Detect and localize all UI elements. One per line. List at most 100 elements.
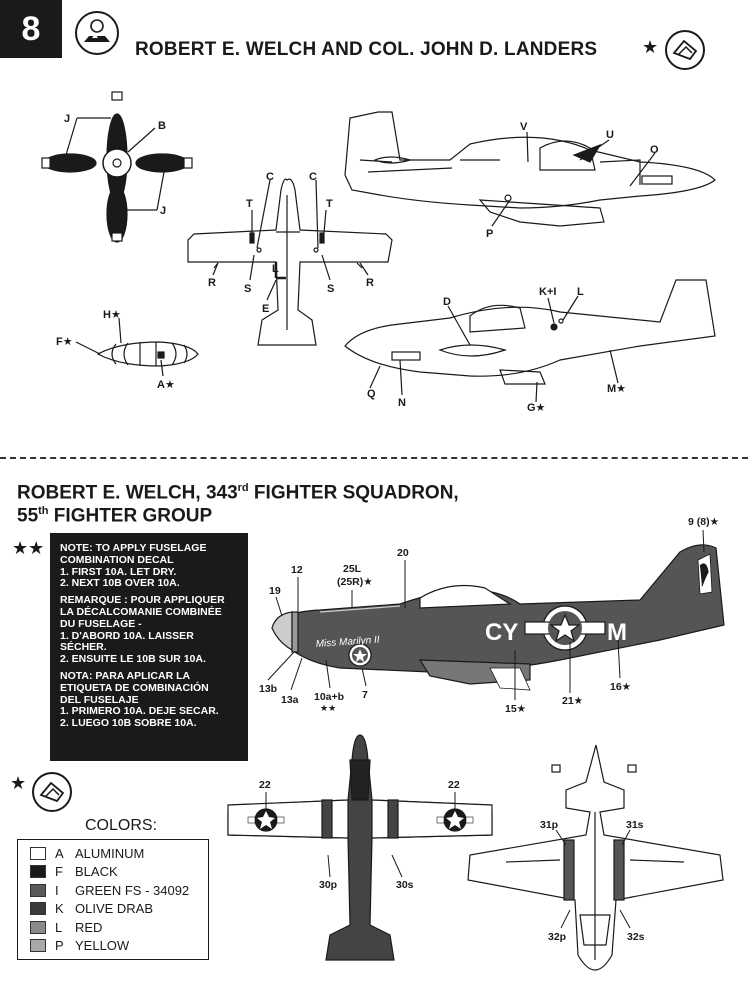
callout-10-stars: ★★ bbox=[320, 703, 336, 713]
callout-R-right: R bbox=[366, 277, 374, 289]
callout-A-star: A★ bbox=[157, 379, 175, 391]
callout-21-star: 21★ bbox=[562, 695, 583, 707]
callout-R-left: R bbox=[208, 277, 216, 289]
legend-row: I GREEN FS - 34092 bbox=[30, 881, 208, 900]
color-name: YELLOW bbox=[75, 938, 130, 954]
callout-U: U bbox=[606, 129, 614, 141]
callout-V: V bbox=[520, 121, 528, 133]
section-title-line1: ROBERT E. WELCH, 343rd FIGHTER SQUADRON, bbox=[17, 482, 459, 504]
callout-31s: 31s bbox=[626, 819, 644, 831]
code-letters-cy: CY bbox=[485, 619, 518, 646]
callout-J-bottom: J bbox=[160, 205, 166, 217]
callout-25R-star: (25R)★ bbox=[337, 576, 373, 588]
color-code: I bbox=[55, 882, 59, 898]
callout-J-top: J bbox=[64, 113, 70, 125]
callout-T-left: T bbox=[246, 198, 253, 210]
callout-22-right: 22 bbox=[448, 779, 460, 791]
note-spanish: NOTA: PARA APLICAR LA ETIQUETA DE COMBIN… bbox=[60, 669, 219, 730]
callout-B: B bbox=[158, 120, 166, 132]
single-star-lower: ★ bbox=[10, 773, 27, 793]
callout-9-8-star: 9 (8)★ bbox=[688, 516, 719, 528]
single-star: ★ bbox=[642, 37, 659, 57]
callout-M-star: M★ bbox=[607, 383, 626, 395]
callout-P: P bbox=[486, 228, 493, 240]
callout-C-right: C bbox=[309, 171, 317, 183]
color-code: P bbox=[55, 938, 64, 954]
callout-O: O bbox=[650, 144, 659, 156]
callout-C-left: C bbox=[266, 171, 274, 183]
color-swatch bbox=[30, 846, 46, 860]
code-letter-m: M bbox=[607, 619, 627, 646]
color-swatch bbox=[30, 920, 46, 934]
nose-art: Miss Marilyn II bbox=[315, 635, 380, 650]
colors-title: COLORS: bbox=[85, 817, 158, 834]
callout-13b: 13b bbox=[259, 683, 277, 695]
color-name: RED bbox=[75, 919, 103, 935]
callout-12: 12 bbox=[291, 564, 303, 576]
double-star: ★★ bbox=[12, 538, 45, 558]
callout-E: E bbox=[262, 303, 269, 315]
callout-L-top: L bbox=[272, 263, 279, 275]
color-name: BLACK bbox=[75, 864, 118, 880]
side-view-left-drawing bbox=[344, 279, 716, 403]
page-title: ROBERT E. WELCH AND COL. JOHN D. LANDERS bbox=[135, 39, 598, 60]
callout-F-star: F★ bbox=[56, 336, 73, 348]
callout-10a-b: 10a+b bbox=[314, 691, 344, 703]
callout-22-left: 22 bbox=[259, 779, 271, 791]
color-swatch bbox=[30, 939, 46, 953]
callout-32s: 32s bbox=[627, 931, 645, 943]
callout-K-I: K+I bbox=[539, 286, 556, 298]
callout-13a: 13a bbox=[281, 694, 299, 706]
section-divider bbox=[0, 457, 748, 459]
decal-application-icon bbox=[665, 30, 705, 70]
color-code: K bbox=[55, 901, 64, 917]
callout-L-side: L bbox=[577, 286, 584, 298]
color-name: OLIVE DRAB bbox=[75, 901, 154, 917]
section-title-line2: 55th FIGHTER GROUP bbox=[17, 505, 213, 527]
color-code: L bbox=[55, 919, 63, 935]
color-swatch bbox=[30, 865, 46, 879]
legend-row: P YELLOW bbox=[30, 937, 208, 956]
legend-row: F BLACK bbox=[30, 863, 208, 882]
top-assembly-drawings: J B J C C T T R S S R E L V U O P H★ F★ … bbox=[41, 91, 716, 414]
callout-16-star: 16★ bbox=[610, 681, 631, 693]
callout-T-right: T bbox=[326, 198, 333, 210]
propeller-drawing bbox=[41, 91, 193, 243]
legend-row: A ALUMINUM bbox=[30, 844, 208, 863]
drop-tank-drawing bbox=[75, 317, 199, 377]
callout-H-star: H★ bbox=[103, 309, 121, 321]
decal-application-icon-lower bbox=[32, 772, 72, 812]
note-french: REMARQUE : POUR APPLIQUER LA DÉCALCOMANI… bbox=[60, 594, 225, 666]
color-swatch bbox=[30, 902, 46, 916]
callout-25L: 25L bbox=[343, 563, 362, 575]
pilot-badge-icon bbox=[75, 11, 119, 55]
callout-Q: Q bbox=[367, 388, 376, 400]
side-view-right-drawing bbox=[344, 111, 716, 227]
callout-15-star: 15★ bbox=[505, 703, 526, 715]
callout-20: 20 bbox=[397, 547, 409, 559]
color-swatch bbox=[30, 883, 46, 897]
color-code: A bbox=[55, 845, 64, 861]
note-english: NOTE: TO APPLY FUSELAGE COMBINATION DECA… bbox=[60, 542, 207, 590]
note-box: NOTE: TO APPLY FUSELAGE COMBINATION DECA… bbox=[50, 533, 248, 761]
under-surface-drawing: 31p 31s 32p 32s bbox=[467, 744, 724, 971]
legend-row: L RED bbox=[30, 918, 208, 937]
upper-surface-drawing: 22 22 30p 30s bbox=[227, 734, 493, 961]
callout-31p: 31p bbox=[540, 819, 558, 831]
callout-30p: 30p bbox=[319, 879, 337, 891]
callout-32p: 32p bbox=[548, 931, 566, 943]
callout-S-left: S bbox=[244, 283, 251, 295]
profile-view-drawing: CY M Miss Marilyn II 9 (8)★ 20 25L (25R)… bbox=[259, 516, 725, 715]
top-plan-drawing bbox=[187, 178, 393, 346]
step-number: 8 bbox=[0, 0, 62, 58]
callout-G-star: G★ bbox=[527, 402, 546, 414]
color-name: GREEN FS - 34092 bbox=[75, 882, 190, 898]
callout-30s: 30s bbox=[396, 879, 414, 891]
color-name: ALUMINUM bbox=[75, 845, 145, 861]
callout-S-right: S bbox=[327, 283, 334, 295]
callout-19: 19 bbox=[269, 585, 281, 597]
color-code: F bbox=[55, 864, 63, 880]
color-legend: A ALUMINUM F BLACK I GREEN FS - 34092 K … bbox=[17, 839, 209, 960]
callout-N: N bbox=[398, 397, 406, 409]
callout-7: 7 bbox=[362, 689, 368, 701]
